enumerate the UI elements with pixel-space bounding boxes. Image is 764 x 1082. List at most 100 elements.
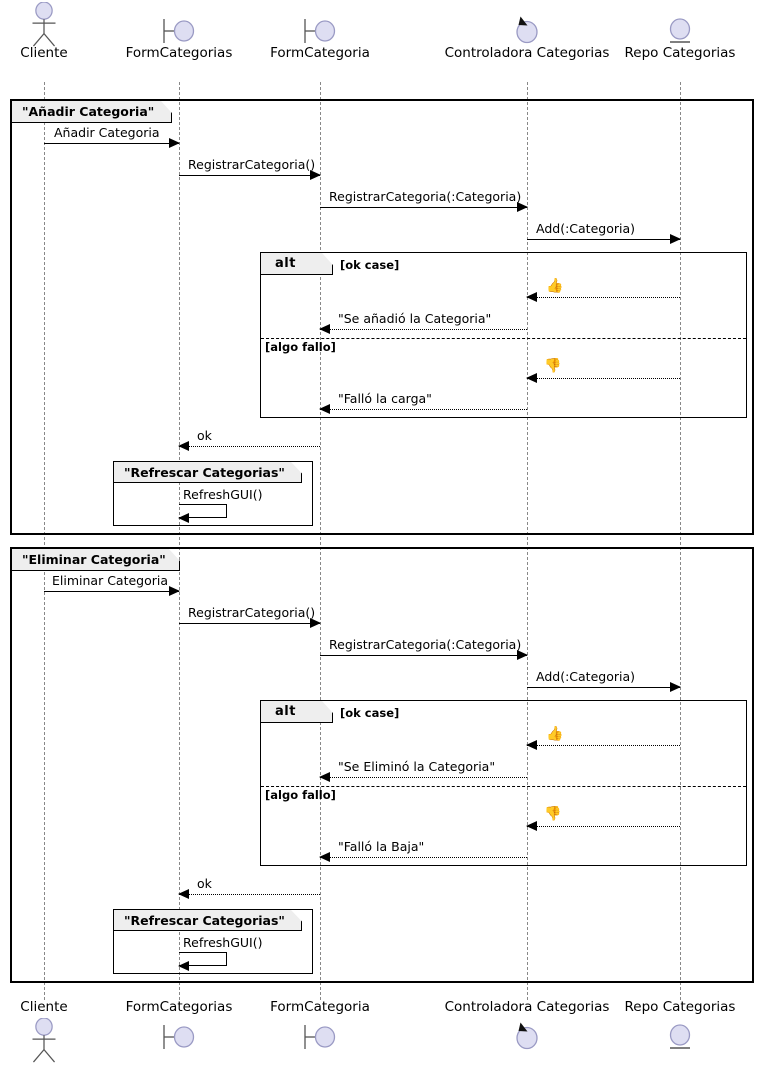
message-line — [179, 175, 320, 176]
participant-label: FormCategoria — [270, 999, 370, 1015]
arrow-head-icon — [310, 170, 321, 180]
self-message-refreshgui-1: RefreshGUI() — [178, 487, 262, 523]
boundary-icon-wrap — [249, 2, 391, 46]
fragment-tab-label: "Refrescar Categorias" — [124, 464, 285, 480]
actor-icon — [32, 2, 56, 47]
participant-cliente-head[interactable]: Cliente — [0, 2, 88, 61]
guard-label: [algo fallo] — [265, 788, 336, 802]
lifeline-formcategorias — [179, 82, 180, 1000]
arrow-head-icon — [169, 138, 180, 148]
alt-tab-label: alt — [275, 704, 296, 719]
message-label: RegistrarCategoria() — [188, 605, 316, 620]
message-line — [179, 623, 320, 624]
participant-cliente-foot[interactable]: Cliente — [0, 1000, 88, 1063]
message-line — [44, 591, 179, 592]
message-label: ok — [197, 876, 212, 891]
message-line — [44, 143, 179, 144]
message-line — [320, 329, 527, 330]
message-label: "Falló la carga" — [338, 391, 432, 406]
entity-icon-wrap — [619, 2, 741, 46]
message-line — [527, 239, 680, 240]
thumbs-down-icon: 👎 — [544, 358, 562, 374]
lifeline-formcategoria — [320, 82, 321, 1000]
alt-fragment-anadir: alt — [260, 252, 747, 418]
boundary-icon — [304, 19, 336, 43]
participant-repo-head[interactable]: Repo Categorias — [619, 2, 741, 61]
participant-controladora-foot[interactable]: Controladora Categorias — [440, 1000, 614, 1058]
message-label: Add(:Categoria) — [536, 221, 635, 236]
participant-label: Cliente — [20, 45, 68, 61]
arrow-head-icon — [178, 441, 189, 451]
guard-label: [ok case] — [340, 258, 400, 272]
fragment-tab-label: "Eliminar Categoria" — [22, 552, 166, 567]
participant-label: FormCategorias — [125, 45, 233, 61]
message-label: RegistrarCategoria() — [188, 157, 316, 172]
arrow-head-icon — [526, 292, 537, 302]
arrow-head-icon — [319, 852, 330, 862]
participant-label: Controladora Categorias — [444, 999, 610, 1015]
fragment-tab: "Añadir Categoria" — [12, 101, 172, 123]
participant-formcategoria-foot[interactable]: FormCategoria — [249, 1000, 391, 1058]
participant-formcategoria-head[interactable]: FormCategoria — [249, 2, 391, 61]
message-line — [527, 378, 680, 379]
fragment-eliminar-categoria: "Eliminar Categoria" — [10, 547, 754, 983]
guard-label: [algo fallo] — [265, 340, 336, 354]
alt-guard-ok-2: [ok case] — [340, 706, 399, 720]
participant-repo-foot[interactable]: Repo Categorias — [619, 1000, 741, 1058]
message-line — [320, 777, 527, 778]
fragment-tab-label: "Refrescar Categorias" — [124, 912, 285, 928]
participant-formcategorias-head[interactable]: FormCategorias — [103, 2, 255, 61]
thumbs-up-icon: 👍 — [546, 726, 564, 742]
message-label: RegistrarCategoria(:Categoria) — [329, 189, 522, 204]
entity-icon — [669, 18, 691, 43]
self-message-loop — [179, 952, 227, 966]
arrow-head-icon — [526, 821, 537, 831]
message-label: "Se añadió la Categoria" — [338, 311, 492, 326]
alt-branch-divider — [261, 786, 746, 787]
arrow-head-icon — [670, 682, 681, 692]
alt-guard-ok: [ok case] — [340, 258, 399, 272]
fragment-tab: "Eliminar Categoria" — [12, 549, 180, 571]
alt-guard-fail: [algo fallo] — [265, 340, 336, 354]
message-label: "Se Eliminó la Categoria" — [338, 759, 496, 774]
message-line — [320, 207, 527, 208]
message-label: RegistrarCategoria(:Categoria) — [329, 637, 522, 652]
message-label: "Falló la Baja" — [338, 839, 425, 854]
arrow-head-icon — [178, 513, 189, 523]
fragment-tab-label: "Añadir Categoria" — [22, 104, 155, 119]
alt-fragment-eliminar: alt — [260, 700, 747, 866]
lifeline-cliente — [44, 82, 45, 1000]
participant-formcategorias-foot[interactable]: FormCategorias — [103, 1000, 255, 1058]
arrow-head-icon — [169, 586, 180, 596]
fragment-refrescar-categorias-2: "Refrescar Categorias" — [113, 909, 313, 974]
message-line — [320, 655, 527, 656]
boundary-icon-wrap — [103, 1018, 255, 1058]
alt-tab: alt — [261, 701, 333, 723]
participant-label: FormCategorias — [125, 999, 233, 1015]
message-line — [527, 297, 680, 298]
participant-label: FormCategoria — [270, 45, 370, 61]
participant-label: Controladora Categorias — [444, 45, 610, 61]
control-icon-wrap — [440, 2, 614, 46]
arrow-head-icon — [526, 373, 537, 383]
actor-icon — [32, 1018, 56, 1063]
participant-label: Repo Categorias — [624, 999, 736, 1015]
arrow-head-icon — [517, 202, 528, 212]
boundary-icon-wrap — [103, 2, 255, 46]
alt-branch-divider — [261, 338, 746, 339]
fragment-refrescar-categorias-1: "Refrescar Categorias" — [113, 461, 313, 526]
alt-tab: alt — [261, 253, 333, 275]
alt-tab-label: alt — [275, 256, 296, 271]
thumbs-down-icon: 👎 — [544, 806, 562, 822]
arrow-head-icon — [310, 618, 321, 628]
actor-icon-wrap — [0, 1018, 88, 1063]
message-line — [179, 894, 320, 895]
message-line — [320, 857, 527, 858]
message-label: Add(:Categoria) — [536, 669, 635, 684]
message-line — [320, 409, 527, 410]
participant-controladora-head[interactable]: Controladora Categorias — [440, 2, 614, 61]
arrow-head-icon — [670, 234, 681, 244]
control-icon — [516, 16, 538, 44]
lifeline-controladora — [527, 82, 528, 1000]
message-line — [527, 826, 680, 827]
